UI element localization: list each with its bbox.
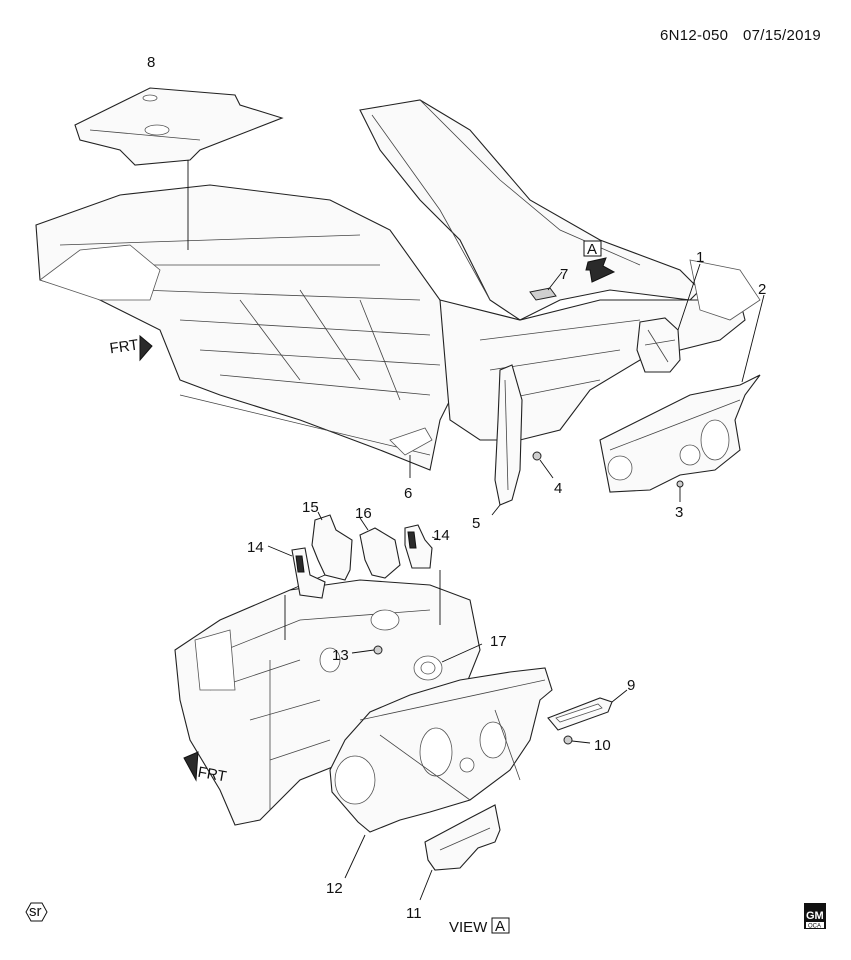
part-6-pad (389, 427, 433, 478)
svg-text:GM: GM (806, 910, 824, 922)
lower-cowl-assembly (174, 579, 481, 826)
part-5-strip (491, 364, 523, 516)
svg-text:VIEW: VIEW (449, 919, 488, 936)
callout-7: 7 (560, 266, 568, 283)
diagram-date: 07/15/2019 (743, 27, 821, 44)
callout-10: 10 (594, 737, 611, 754)
part-1-bracket (636, 263, 701, 373)
part-4-clip (532, 451, 554, 479)
view-a-marker: A (583, 240, 616, 283)
front-arrow-icon (139, 334, 153, 362)
callout-8: 8 (147, 54, 155, 71)
part-10-clip (563, 735, 591, 745)
callout-9: 9 (627, 677, 635, 694)
frt-label-lower: FRT (196, 764, 227, 786)
part-12-dash-insulator (329, 667, 553, 879)
part-16-bracket (359, 517, 401, 579)
front-indicator-lower: FRT (183, 751, 228, 786)
callout-13: 13 (332, 647, 349, 664)
callout-1: 1 (696, 249, 704, 266)
part-3-fastener (676, 480, 684, 502)
front-arrow-icon (183, 751, 199, 782)
part-7-pad (529, 271, 563, 301)
callout-3: 3 (675, 504, 683, 521)
part-14-right-bracket (404, 524, 441, 625)
gm-logo: GM OCA (804, 903, 826, 930)
view-arrow-icon (585, 257, 616, 283)
callout-17: 17 (490, 633, 507, 650)
part-8-trunk-insulator (74, 87, 284, 250)
floor-pan (35, 184, 471, 471)
sr-logo: sr (25, 902, 48, 922)
part-2-dash-insulator (599, 294, 765, 493)
b-pillar (359, 99, 701, 321)
callouts: 1 2 3 4 5 6 7 8 9 10 11 12 13 14 14 15 1… (147, 54, 766, 922)
part-17-grommet (413, 643, 483, 681)
callout-12: 12 (326, 880, 343, 897)
callout-11: 11 (406, 905, 422, 922)
svg-text:OCA: OCA (808, 924, 821, 930)
view-a-label: VIEW A (449, 917, 510, 936)
svg-text:sr: sr (29, 903, 42, 920)
callout-15: 15 (302, 499, 319, 516)
part-14-left-bracket (267, 545, 326, 640)
part-11-insulator (419, 804, 501, 901)
part-9-panel (547, 689, 628, 731)
callout-14-right: 14 (433, 527, 450, 544)
diagram-id: 6N12-050 (660, 27, 728, 44)
svg-text:A: A (495, 918, 505, 935)
callout-16: 16 (355, 505, 372, 522)
frt-label-upper: FRT (109, 336, 140, 357)
part-13-clip (351, 645, 383, 655)
front-indicator-upper: FRT (109, 334, 153, 362)
svg-text:A: A (587, 241, 597, 258)
callout-14-left: 14 (247, 539, 264, 556)
callout-5: 5 (472, 515, 480, 532)
callout-6: 6 (404, 485, 412, 502)
callout-4: 4 (554, 480, 562, 497)
callout-2: 2 (758, 281, 766, 298)
